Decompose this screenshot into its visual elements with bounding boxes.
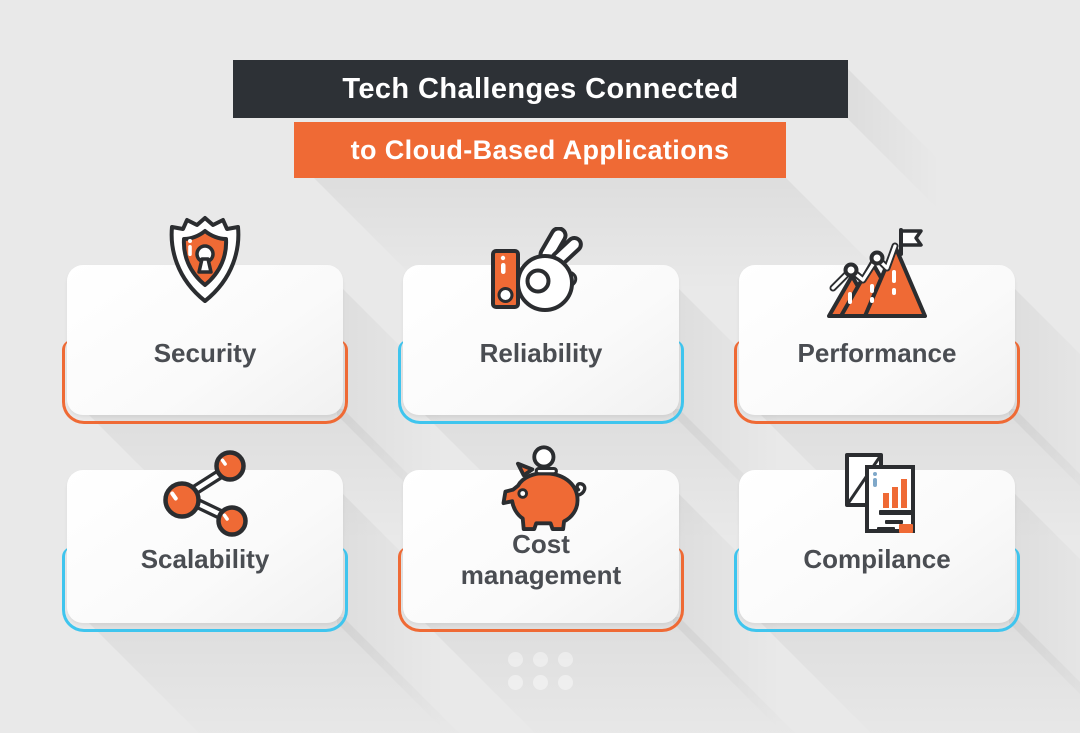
dot [558, 675, 573, 690]
mountain-flag-icon [827, 228, 927, 324]
dots-decoration [508, 652, 573, 690]
ok-hand-icon [489, 226, 593, 323]
dot [533, 675, 548, 690]
card-performance: Performance [734, 228, 1080, 574]
card-label: Performance [797, 337, 957, 368]
card-accent-border [62, 340, 348, 424]
dot [558, 652, 573, 667]
documents-chart-icon [833, 443, 921, 543]
card-accent-border [734, 340, 1020, 424]
title-bar-secondary: to Cloud-Based Applications [294, 122, 786, 178]
title-bar-primary: Tech Challenges Connected [233, 60, 848, 118]
card-cost-management: Cost management [398, 445, 844, 733]
card-accent-border [62, 546, 348, 632]
title-line-2: to Cloud-Based Applications [350, 134, 730, 165]
card-face: Reliability [403, 265, 679, 415]
card-label: Compilance [803, 544, 951, 575]
card-label: Security [153, 337, 257, 368]
dot [533, 652, 548, 667]
card-label: Reliability [479, 337, 603, 368]
header-long-shadow [847, 68, 957, 228]
card-security: Security [62, 216, 508, 574]
title-line-1: Tech Challenges Connected [342, 72, 739, 105]
card-face: Scalability [67, 470, 343, 623]
card-label: Scalability [140, 544, 270, 575]
card-accent-border [398, 546, 684, 632]
card-accent-border [734, 546, 1020, 632]
card-scalability: Scalability [62, 450, 508, 733]
piggy-bank-icon [491, 445, 591, 542]
card-label: Cost management [460, 528, 622, 590]
shield-lock-icon [165, 214, 245, 306]
card-accent-border [398, 340, 684, 424]
dot [508, 675, 523, 690]
card-compilance: Compilance [734, 453, 1080, 733]
dot [508, 652, 523, 667]
card-reliability: Reliability [398, 226, 844, 574]
share-nodes-icon [158, 445, 252, 539]
